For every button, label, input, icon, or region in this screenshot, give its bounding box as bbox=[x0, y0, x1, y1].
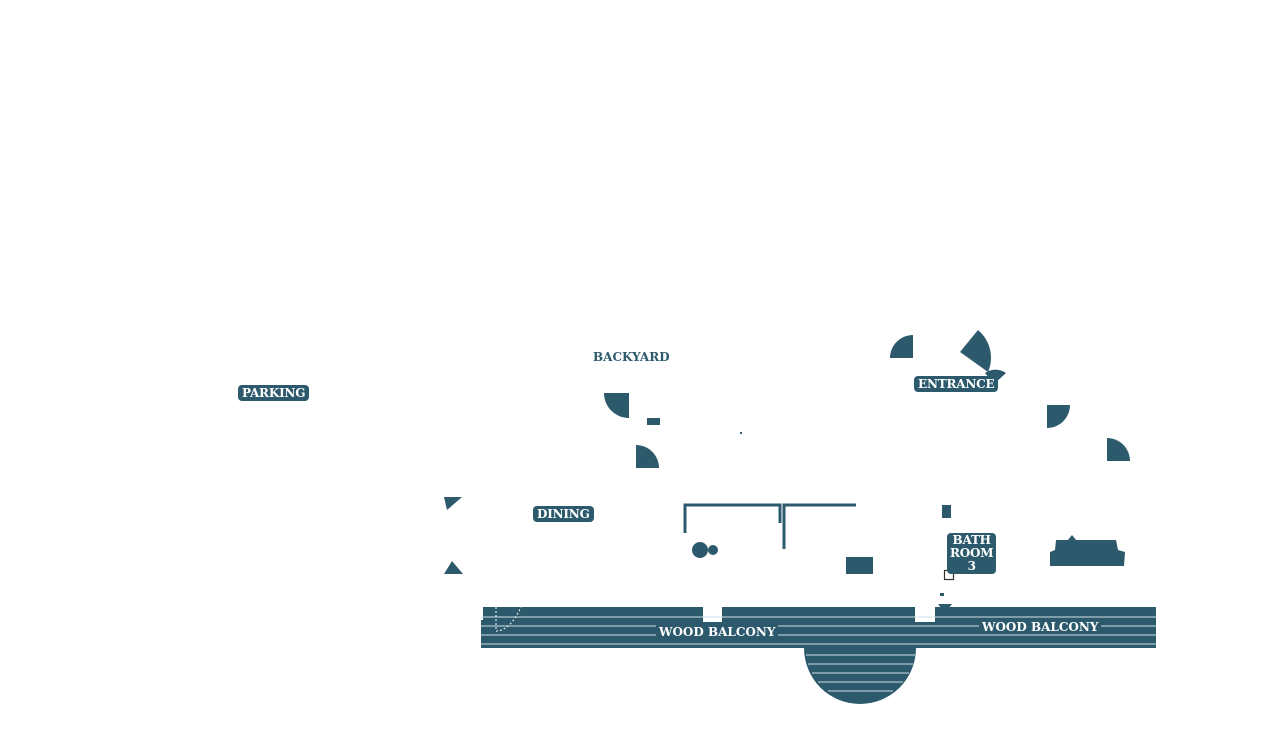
door-swing bbox=[1047, 405, 1070, 428]
door-swing bbox=[1107, 438, 1130, 461]
label-entrance: ENTRANCE bbox=[914, 376, 999, 392]
door-swing bbox=[444, 497, 462, 510]
door-swing bbox=[890, 335, 913, 358]
label-bathroom-line: 3 bbox=[967, 559, 976, 573]
door-swing bbox=[604, 393, 629, 418]
label-dining: DINING bbox=[533, 506, 594, 522]
label-bathroom-3: BATH ROOM 3 bbox=[947, 533, 997, 574]
walls bbox=[683, 503, 856, 549]
fixture-circle bbox=[708, 545, 718, 555]
fixture bbox=[940, 593, 944, 596]
fixture bbox=[942, 505, 951, 518]
door-swing bbox=[444, 561, 463, 574]
fixture bbox=[846, 557, 873, 574]
fixture-circle bbox=[692, 542, 708, 558]
label-bathroom-line: ROOM bbox=[950, 546, 994, 560]
label-backyard: BACKYARD bbox=[593, 350, 670, 364]
label-bathroom-line: BATH bbox=[952, 533, 991, 547]
room-label-blob bbox=[1050, 535, 1125, 566]
label-parking: PARKING bbox=[238, 385, 310, 401]
entrance-door-swing bbox=[960, 330, 991, 372]
marker-dot bbox=[740, 432, 742, 434]
label-wood-balcony-left: WOOD BALCONY bbox=[656, 625, 779, 639]
fixture bbox=[647, 418, 660, 425]
label-wood-balcony-right: WOOD BALCONY bbox=[979, 620, 1102, 634]
door-swing bbox=[636, 445, 659, 468]
